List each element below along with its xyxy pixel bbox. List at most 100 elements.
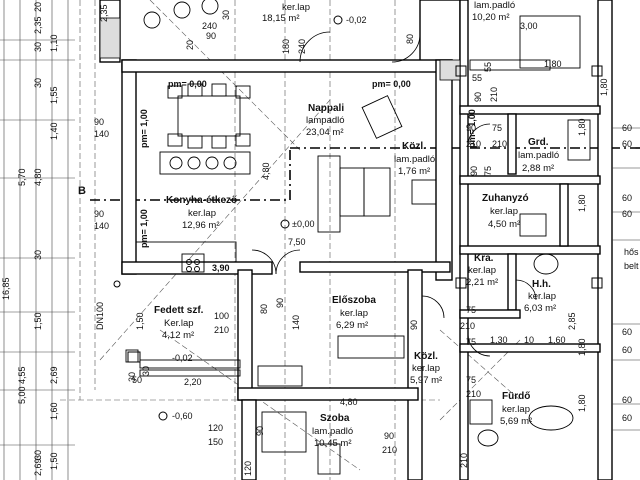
dim-120b: 120 bbox=[243, 460, 253, 476]
dim-10: 10 bbox=[524, 335, 535, 345]
left-dim-label: 1,10 bbox=[49, 34, 59, 52]
konyha-area: 12,96 m² bbox=[182, 220, 220, 231]
furdo-floor: ker.lap bbox=[502, 404, 530, 415]
dim-210h: 210 bbox=[466, 389, 482, 399]
dim-60d: 60 bbox=[622, 209, 633, 219]
grd-area: 2,88 m² bbox=[522, 163, 555, 174]
kozl2-floor: ker.lap bbox=[412, 363, 440, 374]
grd-floor: lam.padló bbox=[518, 150, 560, 161]
dim-55b: 55 bbox=[483, 61, 493, 72]
left-dim-label: 1,50 bbox=[49, 452, 59, 470]
level-pm4: pm= 1,00 bbox=[139, 209, 149, 248]
left-dim-label: 2,69 bbox=[33, 458, 43, 476]
fedett-name: Fedett szf. bbox=[154, 305, 204, 316]
dim-150: 1,50 bbox=[135, 312, 145, 330]
dim-750: 7,50 bbox=[288, 237, 306, 247]
dim-60c: 60 bbox=[622, 193, 633, 203]
zuhanyzo-name: Zuhanyzó bbox=[482, 193, 529, 204]
dim-140b: 140 bbox=[94, 221, 110, 231]
dim-235: 2,35 bbox=[99, 4, 109, 22]
dim-60b: 60 bbox=[622, 139, 633, 149]
dim-100: 100 bbox=[214, 311, 230, 321]
dim-210d: 210 bbox=[214, 325, 230, 335]
dim-180g: 1,80 bbox=[599, 78, 609, 96]
upper-right-room-area: 10,20 m² bbox=[472, 12, 510, 23]
kra-area: 2,21 m² bbox=[466, 277, 499, 288]
level-ext: -0,60 bbox=[172, 411, 193, 421]
left-dimension-lines bbox=[0, 0, 75, 480]
furdo-area: 5,69 m² bbox=[500, 416, 533, 427]
dim-80: 80 bbox=[405, 33, 415, 44]
nappali-area: 23,04 m² bbox=[306, 127, 344, 138]
doors bbox=[251, 31, 537, 357]
kozl2-name: Közl. bbox=[414, 351, 438, 362]
dim-30c: 30 bbox=[221, 9, 231, 20]
level-markers bbox=[113, 15, 603, 421]
dim-60f: 60 bbox=[622, 345, 633, 355]
right-dimension-lines bbox=[612, 127, 640, 431]
dim-180d: 1,80 bbox=[577, 194, 587, 212]
dim-60e: 60 bbox=[622, 327, 633, 337]
kozl1-area: 1,76 m² bbox=[398, 166, 431, 177]
dim-90a: 90 bbox=[206, 31, 217, 41]
dim-180f: 1,80 bbox=[577, 394, 587, 412]
level-pm1: pm= 0,00 bbox=[168, 79, 207, 89]
dim-180e: 1,80 bbox=[577, 338, 587, 356]
konyha-floor: ker.lap bbox=[188, 208, 216, 219]
dim-90i: 90 bbox=[409, 319, 419, 330]
left-dim-label: 1,60 bbox=[49, 402, 59, 420]
eloszoba-floor: ker.lap bbox=[340, 308, 368, 319]
left-dim-label: 4,80 bbox=[33, 168, 43, 186]
upper-left-room-floor: ker.lap bbox=[282, 2, 310, 13]
hh-floor: ker.lap bbox=[528, 291, 556, 302]
left-dim-label: 5,00 bbox=[17, 386, 27, 404]
dim-90h: 90 bbox=[275, 297, 285, 308]
kozl2-area: 5,97 m² bbox=[410, 375, 443, 386]
dim-75c: 75 bbox=[466, 305, 477, 315]
konyha-name: Konyha-étkező bbox=[166, 195, 238, 206]
dim-210b: 210 bbox=[466, 139, 482, 149]
dim-140c: 140 bbox=[291, 314, 301, 330]
left-dim-label: 1,55 bbox=[49, 86, 59, 104]
level-pm2: pm= 0,00 bbox=[372, 79, 411, 89]
furdo-name: Fürdő bbox=[502, 391, 531, 402]
dim-90g: 90 bbox=[94, 209, 105, 219]
dim-180c: 1,80 bbox=[577, 118, 587, 136]
left-dim-label: 30 bbox=[33, 249, 43, 260]
dim-90c: 90 bbox=[466, 123, 477, 133]
dim-75a: 75 bbox=[492, 123, 503, 133]
dim-120: 120 bbox=[208, 423, 224, 433]
dim-60a: 60 bbox=[622, 123, 633, 133]
dim-180b: 1,80 bbox=[544, 59, 562, 69]
dim-90j: 90 bbox=[384, 431, 395, 441]
dim-390: 3,90 bbox=[212, 263, 230, 273]
dim-75d: 75 bbox=[466, 337, 477, 347]
dim-75e: 75 bbox=[466, 375, 477, 385]
eloszoba-area: 6,29 m² bbox=[336, 320, 369, 331]
dim-150b: 150 bbox=[208, 437, 224, 447]
level-top: -0,02 bbox=[346, 15, 367, 25]
fedett-floor: Ker.lap bbox=[164, 318, 194, 329]
dim-90d: 90 bbox=[469, 165, 479, 176]
left-dim-label: 16,85 bbox=[1, 277, 11, 300]
hh-area: 6,03 m² bbox=[524, 303, 557, 314]
dim-210g: 210 bbox=[459, 452, 469, 468]
dim-210c: 210 bbox=[492, 139, 508, 149]
dim-30b: 30 bbox=[127, 371, 137, 382]
left-dim-label: 30 bbox=[33, 41, 43, 52]
dim-140a: 140 bbox=[94, 129, 110, 139]
szoba-area: 10,45 m² bbox=[314, 438, 352, 449]
hh-name: H.h. bbox=[532, 279, 551, 290]
dim-285: 2,85 bbox=[567, 312, 577, 330]
dim-30: 30 bbox=[141, 365, 151, 376]
zuhanyzo-floor: ker.lap bbox=[490, 206, 518, 217]
left-dim-label: 30 bbox=[33, 77, 43, 88]
dim-180: 180 bbox=[281, 38, 291, 54]
dim-75b: 75 bbox=[483, 165, 493, 176]
dim-210a: 210 bbox=[489, 86, 499, 102]
dim-90e: 90 bbox=[94, 117, 105, 127]
furniture bbox=[125, 0, 591, 475]
kra-floor: ker.lap bbox=[468, 265, 496, 276]
